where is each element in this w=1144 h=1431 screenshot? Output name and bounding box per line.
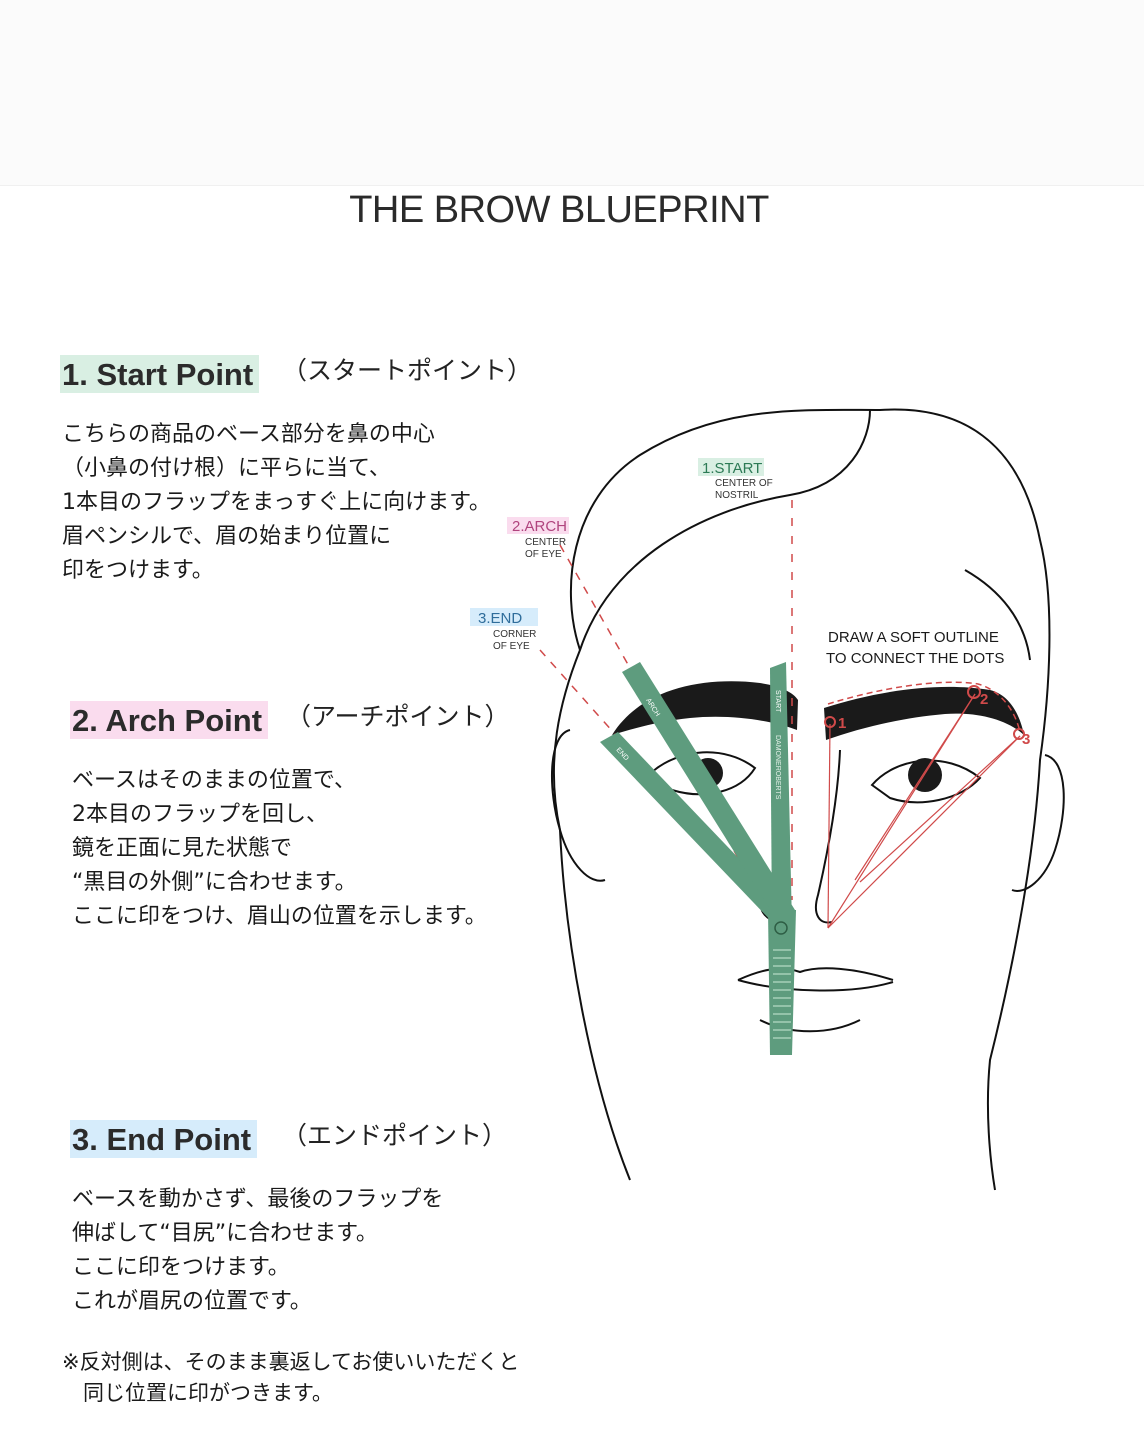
end-sub2: OF EYE (493, 641, 530, 652)
end-point-line: ここに印をつけます。 (72, 1255, 290, 1280)
left-ear (551, 729, 606, 882)
brow-soft-outline (827, 681, 1021, 733)
outline-note-line2: TO CONNECT THE DOTS (826, 650, 1004, 667)
hair-part-right (964, 569, 1031, 661)
end-sub1: CORNER (493, 629, 536, 640)
start-point-line: （小鼻の付け根）に平らに当て、 (62, 456, 391, 481)
outline-note-line1: DRAW A SOFT OUTLINE (828, 629, 999, 646)
right-eyebrow (824, 686, 1024, 740)
end-point-line: これが眉尻の位置です。 (72, 1289, 312, 1314)
start-tag-bg (698, 458, 764, 476)
arch-point-line: ベースはそのままの位置で、 (72, 768, 357, 793)
dot-arch (967, 685, 981, 699)
arch-point-line: ここに印をつけ、眉山の位置を示します。 (72, 904, 487, 929)
arch-point-line: “黒目の外側”に合わせます。 (72, 870, 357, 895)
end-point-heading-jp: （エンドポイント） (282, 1121, 508, 1150)
brand-text: DAMONEROBERTS (774, 735, 781, 800)
start-point-heading-jp: （スタートポイント） (282, 356, 533, 385)
reverse-side-note: 同じ位置に印がつきます。 (62, 1381, 333, 1405)
head-outline (552, 408, 1051, 1191)
arch-point-heading: 2. Arch Point (70, 701, 269, 739)
upper-lip (737, 967, 894, 981)
dot-3-label: 3 (1022, 731, 1030, 748)
start-sub2: NOSTRIL (715, 490, 759, 501)
start-point-line: こちらの商品のベース部分を鼻の中心 (62, 422, 435, 447)
arch-sub2: OF EYE (525, 549, 562, 560)
flap-arch (622, 662, 795, 922)
start-tag: 1.START (702, 460, 762, 477)
arch-tag-bg (507, 517, 569, 534)
right-ear (1011, 754, 1065, 892)
flap-start-text: START (774, 690, 781, 713)
flap-start (770, 662, 792, 925)
end-point-line: ベースを動かさず、最後のフラップを (72, 1187, 444, 1212)
triangulation-lines (827, 693, 1021, 929)
start-point-line: 1本目のフラップをまっすぐ上に向けます。 (62, 490, 491, 515)
pivot-icon (774, 921, 788, 935)
mouth-line (737, 979, 894, 992)
page-title: THE BROW BLUEPRINT (349, 189, 769, 231)
arch-point-line: 2本目のフラップを回し、 (72, 802, 328, 827)
hairline (579, 409, 871, 651)
dot-end (1013, 728, 1025, 740)
dot-start (824, 716, 836, 728)
end-tag-bg (470, 608, 538, 626)
brow-stencil-tool: START ARCH END DAMONEROBERTS (600, 662, 796, 1055)
end-point-heading: 3. End Point (70, 1120, 258, 1158)
start-point-line: 眉ペンシルで、眉の始まり位置に (62, 524, 392, 549)
dot-2-label: 2 (980, 691, 988, 708)
arch-point-heading-jp: （アーチポイント） (286, 702, 510, 731)
right-iris (908, 758, 942, 792)
arch-sub1: CENTER (525, 537, 566, 548)
end-tag: 3.END (478, 610, 522, 627)
start-point-heading: 1. Start Point (60, 355, 260, 393)
flap-end (600, 732, 790, 925)
reverse-side-note: ※反対側は、そのまま裏返してお使いいただくと (62, 1350, 520, 1374)
end-point-line: 伸ばして“目尻”に合わせます。 (72, 1221, 378, 1246)
start-sub1: CENTER OF (715, 478, 773, 489)
top-banner-area (0, 0, 1144, 186)
dot-1-label: 1 (838, 715, 846, 732)
base-ridges (773, 949, 791, 1039)
arch-point-line: 鏡を正面に見た状態で (72, 836, 293, 861)
start-point-line: 印をつけます。 (62, 558, 214, 583)
right-eye (870, 759, 982, 804)
arch-tag: 2.ARCH (512, 518, 567, 535)
